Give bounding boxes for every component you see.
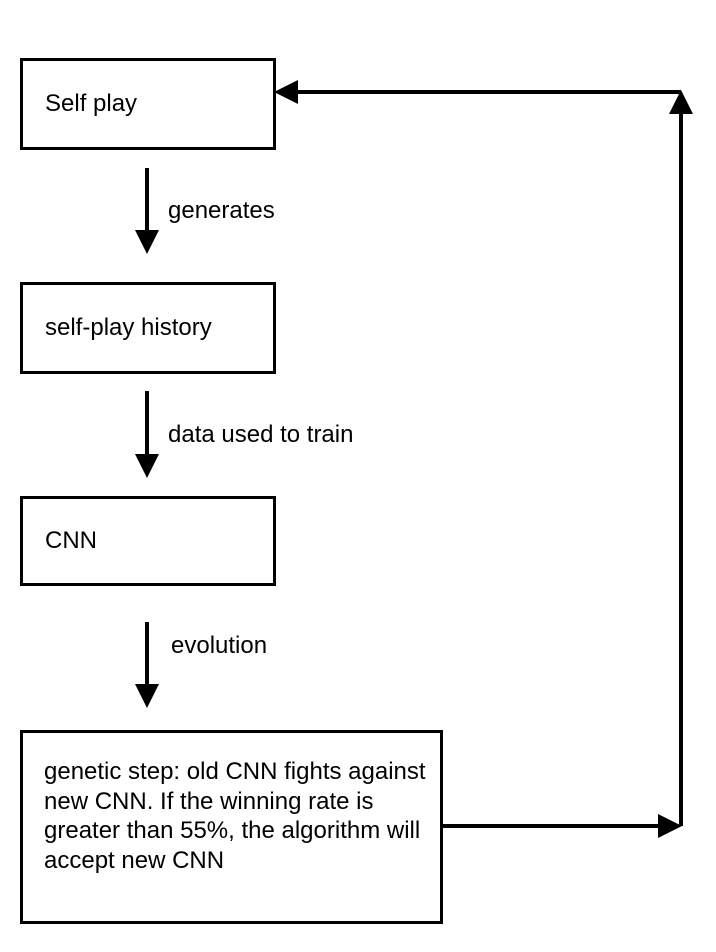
cnn-node: CNN xyxy=(20,496,276,586)
generates-edge-label: generates xyxy=(168,197,275,224)
genetic-step-label: genetic step: old CNN fights against new… xyxy=(44,758,426,874)
evolution-edge-label: evolution xyxy=(171,632,268,659)
data-used-to-train-edge-label: data used to train xyxy=(168,421,354,448)
arrow-right-upward xyxy=(669,90,693,826)
arrow-evolution xyxy=(135,622,159,708)
arrow-data-used-to-train xyxy=(135,391,159,478)
self-play-label: Self play xyxy=(45,90,138,117)
arrow-genetic-to-right xyxy=(443,814,682,838)
self-play-node: Self play xyxy=(20,58,276,150)
arrow-generates xyxy=(135,168,159,254)
genetic-step-node: genetic step: old CNN fights against new… xyxy=(20,730,443,924)
cnn-label: CNN xyxy=(45,527,97,554)
self-play-history-node: self-play history xyxy=(20,282,276,374)
arrow-back-to-self-play xyxy=(274,80,681,104)
self-play-history-label: self-play history xyxy=(45,314,212,341)
